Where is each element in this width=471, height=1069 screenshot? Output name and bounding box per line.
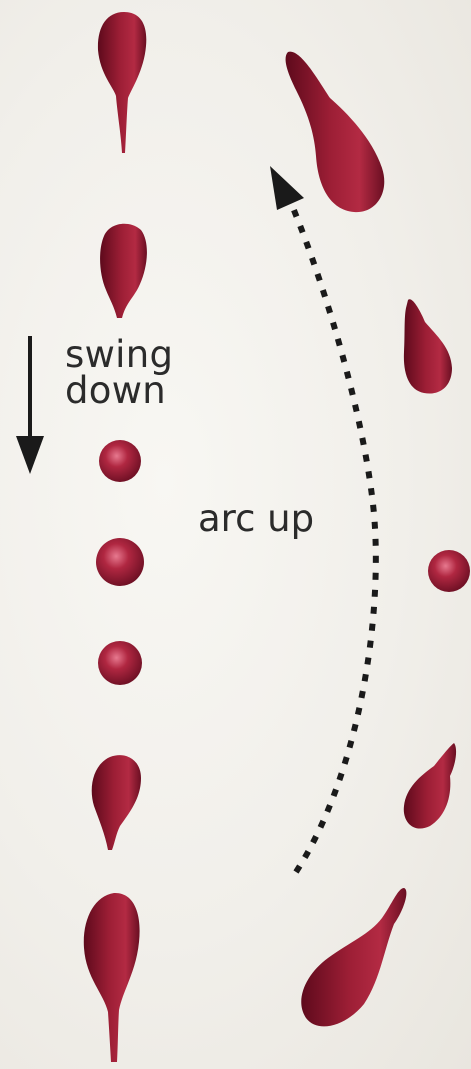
droplet-left-5 <box>98 641 142 685</box>
droplet-right-5 <box>301 888 407 1027</box>
swing-down-label-line1: swing <box>65 333 174 376</box>
dotted-curved-up-arrow-icon <box>270 166 379 874</box>
droplet-right-3 <box>428 550 470 592</box>
droplet-right-4 <box>403 743 457 829</box>
swing-down-label-line2: down <box>65 369 167 412</box>
swing-down-sequence <box>83 12 147 1062</box>
droplet-left-1 <box>97 12 147 153</box>
droplet-left-3 <box>99 440 141 482</box>
droplet-left-6 <box>91 755 141 850</box>
arc-up-label: arc up <box>198 497 315 540</box>
arc-up-sequence <box>285 51 470 1027</box>
droplet-left-7 <box>83 892 140 1062</box>
droplet-left-2 <box>100 223 147 318</box>
down-arrow-icon <box>16 336 44 474</box>
droplet-left-4 <box>96 538 144 586</box>
droplet-right-2 <box>403 299 452 394</box>
swing-down-label: swing down <box>65 333 174 412</box>
droplet-right-1 <box>285 51 385 213</box>
